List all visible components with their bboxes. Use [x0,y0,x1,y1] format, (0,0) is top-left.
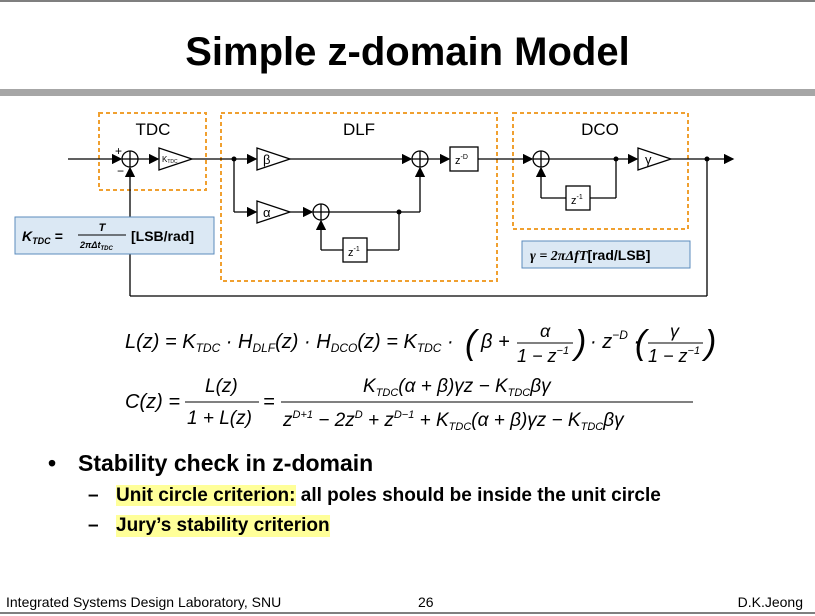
svg-text:1 + L(z): 1 + L(z) [187,408,252,429]
svg-text:=: = [263,391,275,413]
svg-text:L(z): L(z) [205,376,238,397]
bullet-main-text: Stability check in z-domain [78,450,374,476]
delay-d-label: z-D [455,154,468,167]
bullet-sub-2: – Jury’s stability criterion [88,515,808,537]
beta-block [256,147,293,171]
ktdc-formula-lhs: KTDC = [22,228,63,246]
dco-group [512,112,689,230]
equation-closed-loop: C(z) = L(z) 1 + L(z) = KTDC(α + β)γz − K… [125,372,705,440]
svg-text:α: α [540,321,551,341]
bullet-list: • Stability check in z-domain – Unit cir… [48,450,808,545]
bullet-dot: • [48,450,57,476]
bullet-dash: – [88,485,99,506]
svg-text:β +: β + [480,331,510,353]
ktdc-formula-unit: [LSB/rad] [131,228,194,244]
ktdc-gain-block [158,147,195,171]
bottom-rule [0,612,815,614]
top-rule [0,0,815,2]
bullet-sub-1-text: all poles should be inside the unit circ… [295,485,661,506]
equation-c-svg: C(z) = L(z) 1 + L(z) = KTDC(α + β)γz − K… [125,376,693,433]
ktdc-gain-label: KTDC [162,155,178,165]
bullet-sub-2-highlight: Jury’s stability criterion [116,515,330,537]
dlf-group [220,112,498,282]
footer-page-number: 26 [418,594,434,610]
equation-l-svg: L(z) = KTDC · HDLF(z) · HDCO(z) = KTDC ·… [125,321,716,366]
gamma-block [637,147,674,171]
svg-text:1 − z−1: 1 − z−1 [648,345,700,366]
ktdc-formula-num: T [99,222,107,234]
footer-author: D.K.Jeong [737,594,803,610]
svg-text:γ: γ [670,321,680,341]
equation-loop-gain: L(z) = KTDC · HDLF(z) · HDCO(z) = KTDC ·… [125,318,725,376]
gamma-formula-box [521,240,691,269]
tdc-label: TDC [136,120,171,139]
bullet-main: • Stability check in z-domain [48,450,808,477]
block-diagram: TDC DLF DCO + − KTDC β α [14,112,735,297]
page-title: Simple z-domain Model [185,30,630,74]
svg-text:): ) [701,324,716,362]
bullet-sub-1: – Unit circle criterion: all poles shoul… [88,485,808,507]
svg-text:L(z) = KTDC · HDLF(z) · HDCO(z: L(z) = KTDC · HDLF(z) · HDCO(z) = KTDC · [125,331,454,355]
plus-sign: + [115,144,122,158]
dco-label: DCO [581,120,619,139]
svg-text:KTDC(α + β)γz − KTDCβγ: KTDC(α + β)γz − KTDCβγ [363,376,552,399]
bullet-sub-1-highlight: Unit circle criterion: [116,485,296,506]
svg-text:1 − z−1: 1 − z−1 [517,345,569,366]
svg-text:): ) [571,324,586,362]
alpha-block [256,200,293,224]
tdc-group [98,112,207,191]
footer-lab-name: Integrated Systems Design Laboratory, SN… [6,594,282,610]
ktdc-formula-den: 2πΔtTDC [79,240,113,252]
gamma-formula-text: γ = 2πΔfT[rad/LSB] [530,247,650,264]
svg-text:C(z) =: C(z) = [125,391,180,413]
bullet-dash: – [88,515,99,536]
minus-sign: − [117,164,124,178]
beta-label: β [263,152,270,167]
gamma-label: γ [645,152,652,167]
svg-text:(: ( [635,324,650,362]
dlf-delay-label: z-1 [348,246,360,259]
svg-text:· z−D ·: · z−D · [590,328,640,353]
dco-delay-label: z-1 [571,194,583,207]
svg-text:zD+1 − 2zD + zD−1 + KTDC(α + β: zD+1 − 2zD + zD−1 + KTDC(α + β)γz − KTDC… [282,409,625,433]
title-bar [0,89,815,96]
dlf-label: DLF [343,120,375,139]
alpha-label: α [263,205,271,220]
svg-text:(: ( [465,324,480,362]
